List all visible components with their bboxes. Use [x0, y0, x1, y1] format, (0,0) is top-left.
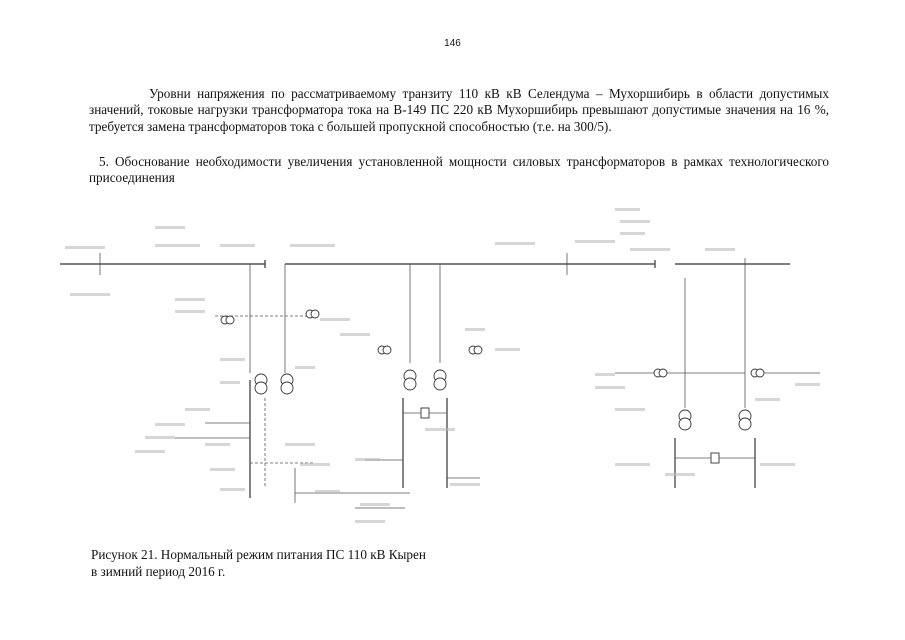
left-substation [175, 264, 410, 503]
figure-caption-line-1: Рисунок 21. Нормальный режим питания ПС … [91, 547, 426, 562]
section-heading-transformer-capacity: 5. Обоснование необходимости увеличения … [89, 154, 829, 186]
figure-caption: Рисунок 21. Нормальный режим питания ПС … [91, 546, 426, 580]
main-busbar [60, 253, 790, 275]
diagram-annotations [65, 208, 820, 523]
single-line-diagram [60, 208, 820, 523]
central-substation [355, 264, 483, 509]
figure-caption-line-2: в зимний период 2016 г. [91, 564, 226, 579]
right-substation [615, 258, 820, 488]
page-number: 146 [444, 38, 461, 49]
paragraph-transit-voltage: Уровни напряжения по рассматриваемому тр… [89, 86, 829, 134]
